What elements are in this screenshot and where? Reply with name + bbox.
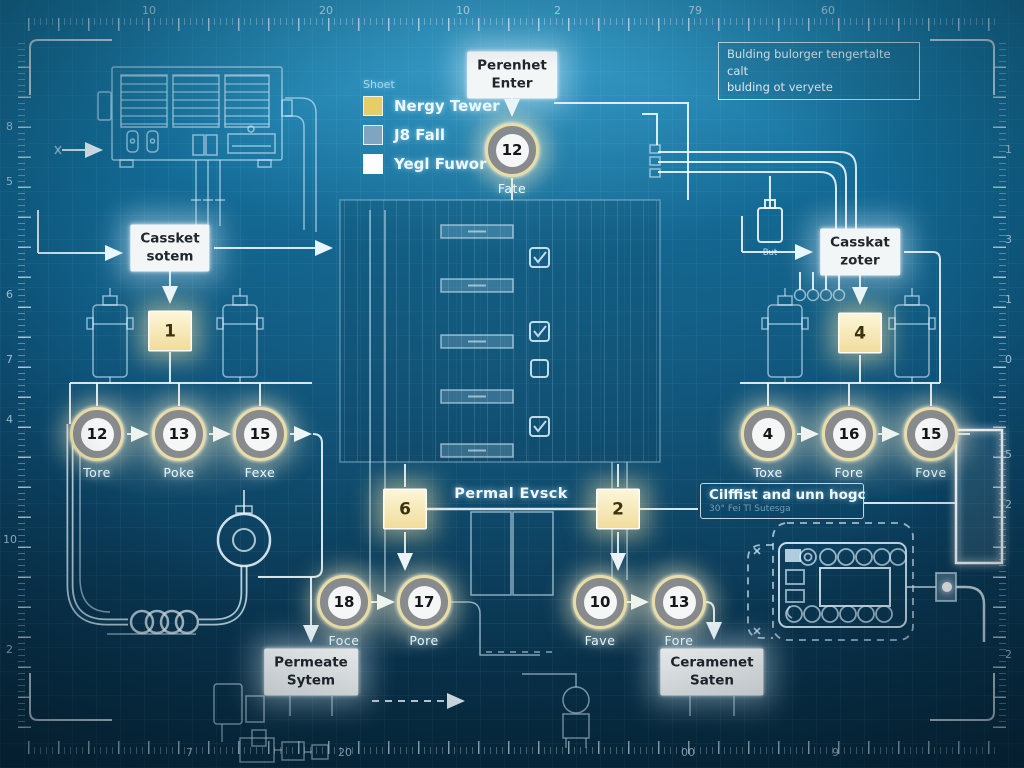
node-label: Foce [328, 633, 360, 648]
node-label: Fave [584, 633, 616, 648]
legend-swatch-blue [363, 125, 383, 145]
node-ring: 16 [822, 407, 876, 461]
pump-symbol [216, 512, 272, 568]
node-ring: 13 [152, 407, 206, 461]
node-ring: 15 [904, 407, 958, 461]
stage-box-1[interactable]: 1 [148, 310, 192, 352]
central-tower [339, 199, 661, 598]
legend-label: Nergy Tewer [394, 97, 500, 115]
node-label: Toxe [753, 465, 783, 480]
label-box-casskat-zoter[interactable]: Casskat zoter [820, 228, 900, 276]
node-value: 15 [243, 417, 277, 451]
flow-node-fate[interactable]: 12 Fate [485, 123, 539, 196]
stage-box-6[interactable]: 6 [383, 488, 427, 530]
flow-node-fore-bottom[interactable]: 13 Fore [652, 575, 706, 648]
node-label: Fore [664, 633, 694, 648]
node-ring: 13 [652, 575, 706, 629]
right-panel-subtitle: 30° Fei Tl Sutesga [709, 504, 791, 514]
label-box-permeate-sytem[interactable]: Permeate Sytem [264, 648, 358, 696]
node-ring: 17 [397, 575, 451, 629]
legend-item-energy[interactable]: Nergy Tewer [363, 96, 500, 116]
node-value: 13 [662, 585, 696, 619]
node-value: 16 [832, 417, 866, 451]
pipe-faint [449, 601, 540, 656]
node-ring: 18 [317, 575, 371, 629]
flow-node-pore[interactable]: 17 Pore [397, 575, 451, 648]
bottom-pump [522, 673, 590, 748]
legend-swatch-yellow [363, 96, 383, 116]
legend-swatch-white [363, 154, 383, 174]
flow-node-fove[interactable]: 15 Fove [904, 407, 958, 480]
note-box: Bulding bulorger tengertalte calt buldin… [718, 42, 920, 101]
right-equipment [747, 428, 1004, 642]
flow-node-poke[interactable]: 13 Poke [152, 407, 206, 480]
bottom-left-cabinets [213, 683, 329, 763]
node-value: 12 [80, 417, 114, 451]
node-label: Fexe [244, 465, 276, 480]
node-label: Pore [409, 633, 439, 648]
stage-box-4[interactable]: 4 [838, 312, 882, 354]
flow-node-foce[interactable]: 18 Foce [317, 575, 371, 648]
node-value: 10 [583, 585, 617, 619]
node-label: Poke [163, 465, 195, 480]
right-panel-title: Cilffist and unn hogc [709, 487, 866, 503]
node-value: 18 [327, 585, 361, 619]
label-box-cassket-sotem[interactable]: Cassket sotem [130, 224, 210, 272]
legend-label: J8 Fall [394, 126, 446, 144]
keypad-device [747, 522, 986, 642]
legend-item-fuwor[interactable]: Yegl Fuwor [363, 154, 500, 174]
node-label: Tore [83, 465, 111, 480]
node-label: Fove [915, 465, 947, 480]
flow-node-fexe[interactable]: 15 Fexe [233, 407, 287, 480]
legend-item-fall[interactable]: J8 Fall [363, 125, 500, 145]
flow-node-toxe[interactable]: 4 Toxe [741, 407, 795, 480]
center-label-permal-evsck: Permal Evsck [454, 486, 568, 502]
vessel-label: But [762, 248, 778, 258]
flow-node-fore-right[interactable]: 16 Fore [822, 407, 876, 480]
label-box-ceramenet-saten[interactable]: Ceramenet Saten [660, 648, 764, 696]
right-panel-box: Cilffist and unn hogc 30° Fei Tl Sutesga [700, 483, 866, 519]
node-ring: 15 [233, 407, 287, 461]
node-value: 17 [407, 585, 441, 619]
node-value: 4 [751, 417, 785, 451]
node-label: Fore [834, 465, 864, 480]
node-label: Fate [497, 181, 527, 196]
node-value: 12 [495, 133, 529, 167]
right-glow-rectangle [954, 428, 1004, 565]
node-ring: 12 [70, 407, 124, 461]
node-ring: 10 [573, 575, 627, 629]
flow-node-tore[interactable]: 12 Tore [70, 407, 124, 480]
node-value: 15 [914, 417, 948, 451]
legend-label: Yegl Fuwor [394, 155, 487, 173]
stage-box-2[interactable]: 2 [596, 488, 640, 530]
label-box-perenhet-enter[interactable]: Perenhet Enter [467, 51, 557, 99]
node-ring: 4 [741, 407, 795, 461]
node-value: 13 [162, 417, 196, 451]
flow-node-fave[interactable]: 10 Fave [573, 575, 627, 648]
node-ring: 12 [485, 123, 539, 177]
